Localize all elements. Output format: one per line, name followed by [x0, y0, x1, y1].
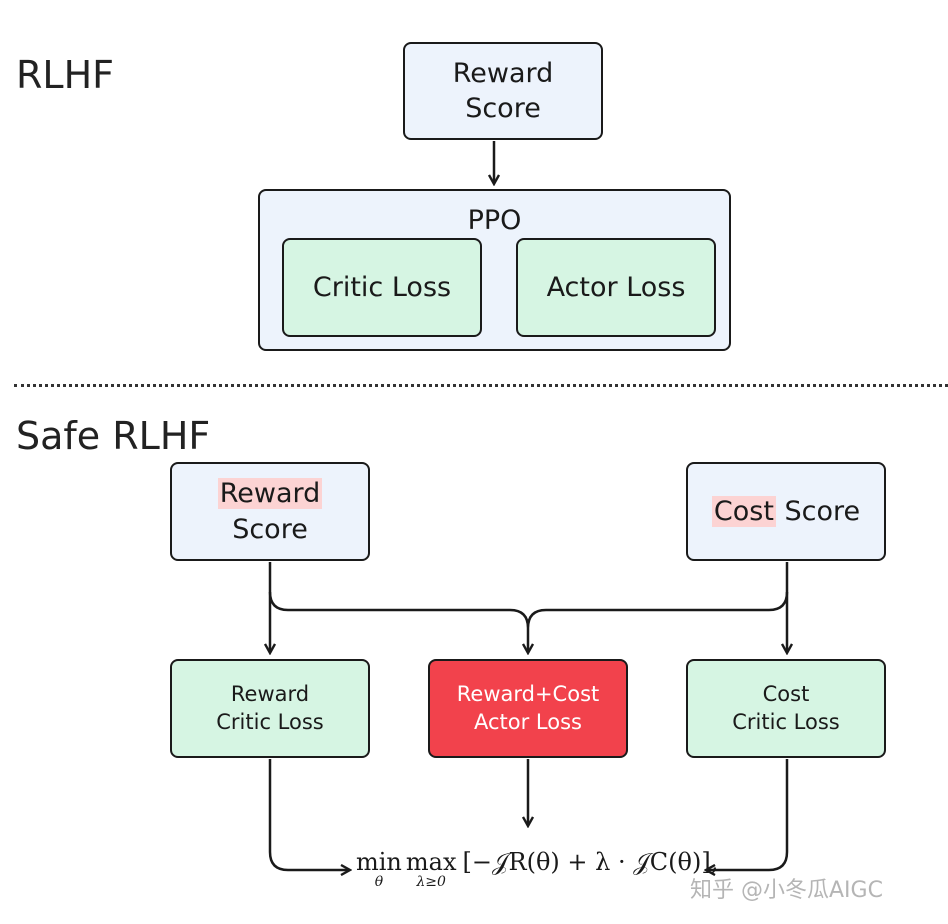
rlhf-actor-loss-label: Actor Loss — [546, 272, 686, 303]
safe-actor-loss-line-2: Actor Loss — [474, 709, 582, 734]
safe-cost-critic-line-2: Critic Loss — [732, 709, 840, 734]
section-divider — [14, 384, 948, 387]
safe-cost-score-box: Cost Score — [686, 462, 886, 561]
safe-reward-highlight: Reward — [217, 478, 323, 510]
rlhf-reward-score-line-1: Reward — [452, 57, 554, 89]
rlhf-section-title: RLHF — [16, 53, 115, 97]
safe-reward-critic-line-2: Critic Loss — [216, 709, 324, 734]
safe-actor-loss-line-1: Reward+Cost — [456, 682, 600, 707]
objective-formula: min θ max λ≥0 [−𝒥R(θ) + λ · 𝒥C(θ)], — [356, 848, 718, 890]
formula-min-text: min — [356, 848, 402, 876]
safe-reward-score-rest: Score — [232, 513, 308, 545]
brace-connector — [268, 591, 789, 629]
safe-reward-score-box: Reward Score — [170, 462, 370, 561]
arrow-reward-critic-to-formula — [268, 759, 350, 870]
formula-max: max λ≥0 — [406, 848, 457, 890]
safe-cost-critic-line-1: Cost — [762, 682, 810, 707]
rlhf-critic-loss-label: Critic Loss — [312, 272, 452, 303]
safe-cost-score-rest: Score — [775, 496, 861, 527]
rlhf-critic-loss-box: Critic Loss — [282, 238, 482, 337]
formula-max-sub: λ≥0 — [416, 874, 446, 890]
safe-rlhf-section-title: Safe RLHF — [16, 414, 211, 458]
safe-cost-critic-loss-box: Cost Critic Loss — [686, 659, 886, 758]
rlhf-reward-score-box: Reward Score — [403, 42, 603, 140]
formula-expression: [−𝒥R(θ) + λ · 𝒥C(θ)], — [462, 848, 719, 876]
safe-reward-critic-loss-box: Reward Critic Loss — [170, 659, 370, 758]
safe-reward-critic-line-1: Reward — [230, 682, 310, 707]
safe-actor-loss-box: Reward+Cost Actor Loss — [428, 659, 628, 758]
safe-cost-highlight: Cost — [711, 496, 776, 527]
ppo-label: PPO — [467, 205, 522, 236]
watermark: 知乎 @小冬瓜AIGC — [690, 878, 883, 903]
formula-min-sub: θ — [374, 874, 384, 890]
rlhf-reward-score-line-2: Score — [465, 93, 541, 124]
arrow-cost-critic-to-formula — [706, 759, 789, 870]
formula-min: min θ — [356, 848, 402, 890]
formula-max-text: max — [405, 848, 457, 876]
rlhf-actor-loss-box: Actor Loss — [516, 238, 716, 337]
